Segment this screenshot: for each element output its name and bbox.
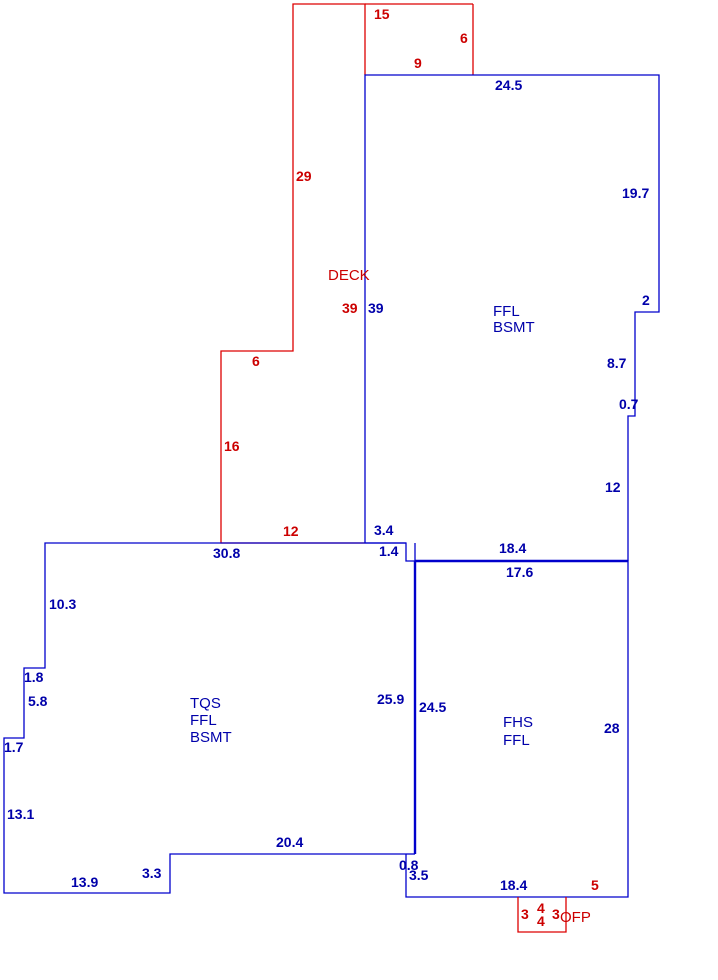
- dim-tqs-1-8: 1.8: [24, 669, 44, 685]
- dim-bsmt-8-7: 8.7: [607, 355, 627, 371]
- dim-bsmt-19-7: 19.7: [622, 185, 649, 201]
- dim-fhs-17-6: 17.6: [506, 564, 533, 580]
- dim-fhs-28: 28: [604, 720, 620, 736]
- ffl-bsmt-outline: [364, 74, 660, 561]
- ffl-bsmt-label-line2: BSMT: [493, 319, 535, 336]
- dim-deck-16: 16: [224, 438, 240, 454]
- dim-bsmt-3-4: 3.4: [374, 522, 394, 538]
- dim-bsmt-2: 2: [642, 292, 650, 308]
- dim-tqs-30-8: 30.8: [213, 545, 240, 561]
- fhs-label-line2: FFL: [503, 732, 530, 749]
- dim-tqs-0-8: 0.8: [399, 857, 419, 873]
- dim-fhs-24-5: 24.5: [419, 699, 446, 715]
- dim-tqs-13-1: 13.1: [7, 806, 34, 822]
- dim-ofp-4-bottom: 4: [537, 913, 545, 929]
- ofp-label: OFP: [560, 909, 591, 926]
- tqs-label-line2: FFL: [190, 712, 217, 729]
- dim-tqs-13-9: 13.9: [71, 874, 98, 890]
- dim-bsmt-39: 39: [368, 300, 384, 316]
- dim-ofp-5: 5: [591, 877, 599, 893]
- dim-bsmt-1-4: 1.4: [379, 543, 399, 559]
- dim-deck-12: 12: [283, 523, 299, 539]
- dim-deck-6-mid: 6: [252, 353, 260, 369]
- dim-ofp-3-left: 3: [521, 906, 529, 922]
- tqs-outline: [3, 542, 406, 894]
- fhs-label-line1: FHS: [503, 714, 533, 731]
- dim-ofp-3-right: 3: [552, 906, 560, 922]
- dim-tqs-10-3: 10.3: [49, 596, 76, 612]
- ofp-outline: [517, 897, 567, 933]
- dim-bsmt-12: 12: [605, 479, 621, 495]
- dim-deck-9: 9: [414, 55, 422, 71]
- dim-tqs-5-8: 5.8: [28, 693, 48, 709]
- dim-fhs-3-5: 3.5: [409, 867, 429, 883]
- dim-deck-39: 39: [342, 300, 358, 316]
- ffl-bsmt-label-line1: FFL: [493, 303, 520, 320]
- dim-tqs-3-3: 3.3: [142, 865, 162, 881]
- dim-deck-15: 15: [374, 6, 390, 22]
- dim-bsmt-24-5: 24.5: [495, 77, 522, 93]
- dim-deck-6-top: 6: [460, 30, 468, 46]
- deck-label: DECK: [328, 267, 370, 284]
- dim-deck-29: 29: [296, 168, 312, 184]
- dim-bsmt-0-7: 0.7: [619, 396, 639, 412]
- dim-bsmt-18-4: 18.4: [499, 540, 526, 556]
- tqs-label-line3: BSMT: [190, 729, 232, 746]
- dim-fhs-18-4: 18.4: [500, 877, 527, 893]
- tqs-label-line1: TQS: [190, 695, 221, 712]
- dim-tqs-20-4: 20.4: [276, 834, 303, 850]
- dim-tqs-1-7: 1.7: [4, 739, 24, 755]
- step-connector: [365, 542, 415, 562]
- dim-tqs-25-9: 25.9: [377, 691, 404, 707]
- dim-ofp-4-top: 4: [537, 900, 545, 916]
